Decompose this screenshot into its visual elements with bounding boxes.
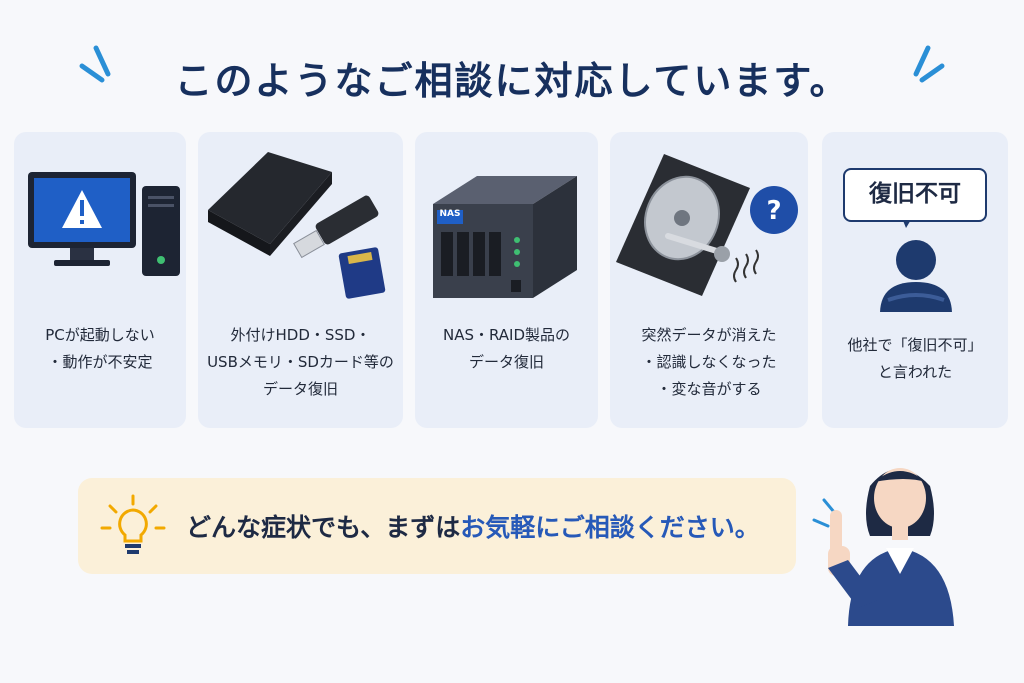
sparkle-right-icon	[913, 45, 945, 83]
card-text-line: ・動作が不安定	[47, 353, 153, 371]
card-text-line: と言われた	[877, 363, 953, 381]
nas-label: NAS	[439, 209, 461, 219]
banner-text-highlight: お気軽にご相談ください。	[460, 513, 760, 542]
sparkle-left-icon	[79, 45, 111, 83]
card-nas-raid: NAS NAS・RAID製品の データ復旧	[415, 132, 598, 428]
card-text-line: 他社で「復旧不可」	[847, 336, 983, 354]
card-text-line: データ復旧	[262, 380, 338, 398]
light-bulb-icon	[100, 494, 166, 554]
question-mark-icon: ?	[766, 196, 782, 226]
speech-bubble: 復旧不可	[843, 168, 987, 222]
card-text-line: USBメモリ・SDカード等の	[207, 353, 394, 371]
page-title: このようなご相談に対応しています。	[174, 59, 850, 103]
card-text-line: 外付けHDD・SSD・	[230, 326, 371, 344]
card-text-line: ・認識しなくなった	[641, 353, 777, 371]
nas-icon	[433, 176, 577, 298]
card-text-line: 突然データが消えた	[641, 326, 777, 344]
hard-disk-icon	[616, 154, 798, 296]
card-pc-not-starting: PCが起動しない ・動作が不安定	[14, 132, 186, 428]
pc-warning-icon	[28, 172, 180, 276]
card-text-line: PCが起動しない	[45, 326, 155, 344]
card-text-line: データ復旧	[468, 353, 544, 371]
consultant-woman-icon	[812, 468, 954, 626]
card-hard-disk-trouble: ? 突然データが消えた ・認識しなくなった ・変な音がする	[610, 132, 808, 428]
person-icon	[880, 218, 952, 312]
consultation-banner: どんな症状でも、まずはお気軽にご相談ください。	[78, 478, 796, 574]
card-text-line: NAS・RAID製品の	[442, 326, 571, 344]
card-external-storage: 外付けHDD・SSD・ USBメモリ・SDカード等の データ復旧	[198, 132, 403, 428]
card-text-line: ・変な音がする	[656, 380, 762, 398]
banner-message: どんな症状でも、まずはお気軽にご相談ください。	[186, 508, 760, 544]
banner-text-main: どんな症状でも、まずは	[186, 513, 461, 542]
storage-devices-icon	[208, 152, 386, 299]
